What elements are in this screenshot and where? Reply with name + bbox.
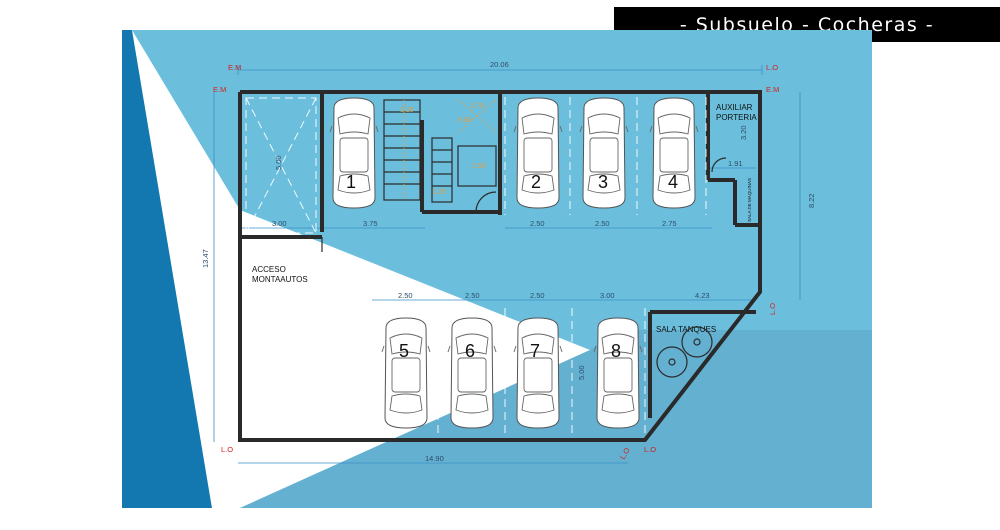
stair-guide [457, 99, 497, 133]
marker-lo: L.O [221, 445, 233, 454]
montaautos-outline [245, 97, 317, 234]
dim-bottom-stall: 3.00 [600, 291, 615, 300]
outer-wall [238, 90, 762, 442]
parking-number: 3 [598, 172, 608, 192]
marker-lo: L.O [768, 303, 777, 315]
dim-bottom-stall: 2.50 [465, 291, 480, 300]
stairs [383, 99, 497, 213]
dim-stair: 0.80 [458, 117, 472, 124]
marker-lo: L.O [644, 445, 656, 454]
marker-em: E.M [228, 63, 241, 72]
tank-icon [693, 338, 701, 346]
room-label-acceso: ACCESO [252, 265, 286, 274]
dim-lift-depth: 5.00 [274, 155, 283, 170]
dim-bottom-width: 14.90 [425, 454, 444, 463]
dim-bottom-stall: 2.50 [530, 291, 545, 300]
car-icon [513, 317, 563, 429]
parking-number: 5 [399, 341, 409, 361]
dim-stair: 1.50 [472, 163, 486, 170]
dim-access-width: 3.75 [363, 219, 378, 228]
room-label-porteria: PORTERIA [716, 113, 757, 122]
door-swing [711, 157, 727, 173]
deep-blue-wedge [122, 30, 212, 508]
dim-aux-depth: 3.20 [739, 125, 748, 140]
dim-stair: 1.25 [400, 107, 414, 114]
room-label-auxiliar: AUXILIAR [716, 103, 753, 112]
dim-top-stall: 2.75 [662, 219, 677, 228]
tank-icon [681, 326, 713, 358]
car-icon [593, 317, 643, 429]
dim-stair: 1.70 [470, 103, 484, 110]
parking-number: 4 [668, 172, 678, 192]
dim-overall-width: 20.06 [490, 60, 509, 69]
parking-number: 6 [465, 341, 475, 361]
dim-lift-width: 3.00 [272, 219, 287, 228]
dim-top-stall: 2.50 [530, 219, 545, 228]
car-icon [381, 317, 431, 429]
room-label-montaautos: MONTAAUTOS [252, 275, 308, 284]
stall-lines [371, 97, 707, 435]
marker-em: E.M [213, 85, 226, 94]
parking-number: 2 [531, 172, 541, 192]
dim-stair: 1.25 [432, 189, 446, 196]
tank-icon [668, 358, 676, 366]
dim-sala-width: 4.23 [695, 291, 710, 300]
dim-aux-width: 1.91 [728, 159, 743, 168]
car-icon [447, 317, 497, 429]
parking-number: 1 [346, 172, 356, 192]
dim-bottom-stall: 2.50 [398, 291, 413, 300]
room-label-sala-maquinas: SALA DE MAQUINAS [747, 178, 752, 222]
dim-top-stall: 2.50 [595, 219, 610, 228]
tank-icon [656, 346, 688, 378]
dim-overall-height: 13.47 [201, 249, 210, 268]
marker-em: E.M [766, 85, 779, 94]
parking-number: 7 [530, 341, 540, 361]
dim-stall-depth: 5.00 [577, 365, 586, 380]
room-label-sala-tanques: SALA TANQUES [656, 325, 716, 334]
parking-number: 8 [611, 341, 621, 361]
dim-right-height: 8.22 [807, 193, 816, 208]
marker-lo: L.O [766, 63, 778, 72]
